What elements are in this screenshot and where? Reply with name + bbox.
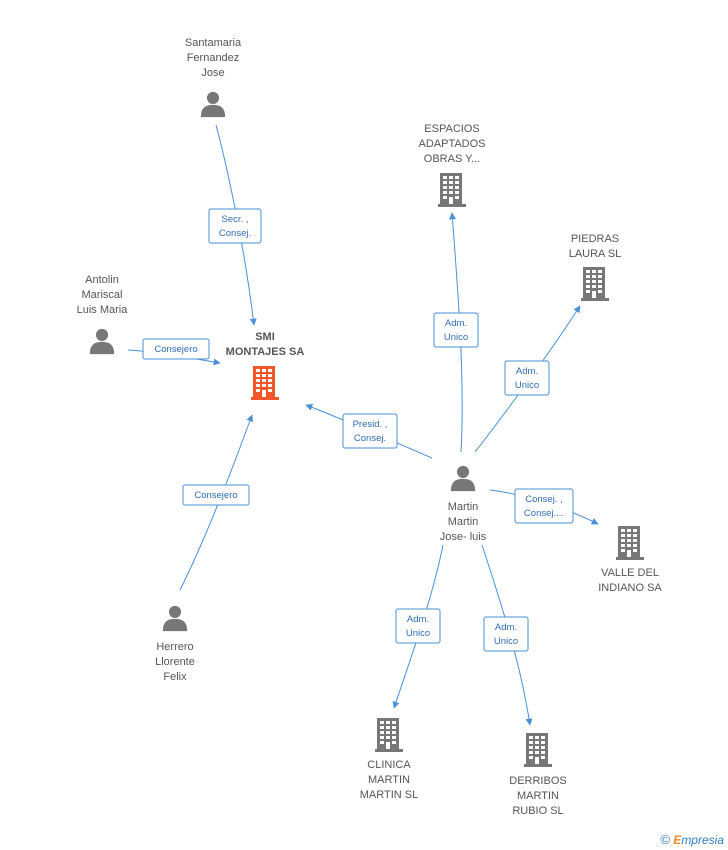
edge-martin-to-piedras: Adm. Unico bbox=[474, 305, 581, 453]
edge-martin-to-derribos: Adm. Unico bbox=[481, 544, 533, 726]
relation-label-text: Adm. bbox=[516, 366, 538, 377]
node-label-line: Fernandez bbox=[187, 52, 240, 64]
node-label-line: Jose bbox=[201, 67, 224, 79]
relation-label-text: Consej. , bbox=[525, 494, 563, 505]
relation-label-text: Adm. bbox=[407, 614, 429, 625]
node-label-line: CLINICA bbox=[367, 759, 411, 771]
person-icon[interactable] bbox=[450, 465, 476, 492]
relation-label-text: Unico bbox=[444, 332, 468, 343]
relation-label-text: Consej. bbox=[219, 228, 251, 239]
edge-martin-to-clinica: Adm. Unico bbox=[392, 544, 444, 709]
node-label-line: PIEDRAS bbox=[571, 233, 619, 245]
node-label-line: Santamaria bbox=[185, 37, 242, 49]
node-label-line: DERRIBOS bbox=[509, 775, 566, 787]
node-label-line: OBRAS Y... bbox=[424, 153, 480, 165]
node-espacios[interactable]: ESPACIOS ADAPTADOS OBRAS Y... bbox=[418, 123, 486, 207]
relation-label-text: Secr. , bbox=[222, 214, 249, 225]
node-label-line: LAURA SL bbox=[569, 248, 622, 260]
node-label-line: Antolin bbox=[85, 274, 119, 286]
relation-label-text: Consej.... bbox=[524, 508, 564, 519]
node-label-line: Luis Maria bbox=[77, 304, 129, 316]
relation-label-box[interactable] bbox=[182, 484, 250, 506]
node-label-line: MARTIN bbox=[517, 790, 559, 802]
edges-layer: Secr. ,Consej.ConsejeroConsejeroPresid. … bbox=[127, 124, 599, 726]
node-smi[interactable]: SMI MONTAJES SA bbox=[226, 331, 305, 400]
node-label-line: Felix bbox=[163, 671, 187, 683]
node-piedras[interactable]: PIEDRAS LAURA SL bbox=[569, 233, 622, 301]
building-icon[interactable] bbox=[524, 733, 552, 767]
person-icon[interactable] bbox=[162, 605, 188, 632]
relation-label-box[interactable] bbox=[395, 608, 441, 644]
relation-label-box[interactable] bbox=[504, 360, 550, 396]
node-label-line: Martin bbox=[448, 501, 479, 513]
node-label-line: VALLE DEL bbox=[601, 567, 659, 579]
brand-logo-letter: E bbox=[673, 833, 682, 847]
node-label-line: Martin bbox=[448, 516, 479, 528]
empresia-watermark: © Empresia bbox=[660, 832, 724, 847]
node-label-line: INDIANO SA bbox=[598, 582, 662, 594]
building-icon[interactable] bbox=[616, 526, 644, 560]
relation-label-text: Unico bbox=[494, 636, 518, 647]
relation-label-text: Consej. bbox=[354, 433, 386, 444]
node-derribos[interactable]: DERRIBOS MARTIN RUBIO SL bbox=[509, 733, 567, 817]
node-label-line: MONTAJES SA bbox=[226, 346, 305, 358]
edge-santamaria-to-smi: Secr. , Consej. bbox=[208, 124, 262, 326]
node-label-line: Jose- luis bbox=[440, 531, 487, 543]
relation-label-text: Presid. , bbox=[353, 419, 388, 430]
brand-logo-text: mpresia bbox=[681, 833, 724, 847]
node-label-line: MARTIN bbox=[368, 774, 410, 786]
relation-label-box[interactable] bbox=[208, 208, 262, 244]
node-label-line: ESPACIOS bbox=[424, 123, 479, 135]
node-label-line: Llorente bbox=[155, 656, 195, 668]
building-icon[interactable] bbox=[438, 173, 466, 207]
node-label-line: SMI bbox=[255, 331, 275, 343]
relation-label-box[interactable] bbox=[342, 413, 398, 449]
building-icon[interactable] bbox=[251, 366, 279, 400]
person-icon[interactable] bbox=[200, 91, 226, 118]
person-icon[interactable] bbox=[89, 328, 115, 355]
relation-label-box[interactable] bbox=[433, 312, 479, 348]
relation-label-text: Adm. bbox=[445, 318, 467, 329]
node-valle[interactable]: VALLE DEL INDIANO SA bbox=[598, 526, 662, 594]
edge-martin-to-smi: Presid. , Consej. bbox=[305, 403, 433, 459]
node-clinica[interactable]: CLINICA MARTIN MARTIN SL bbox=[360, 718, 418, 801]
relation-label-box[interactable] bbox=[483, 616, 529, 652]
relation-label-box[interactable] bbox=[142, 338, 210, 360]
node-label-line: Herrero bbox=[156, 641, 193, 653]
building-icon[interactable] bbox=[581, 267, 609, 301]
relation-label-box[interactable] bbox=[514, 488, 574, 524]
copyright-symbol: © bbox=[660, 832, 670, 847]
relation-label-text: Consejero bbox=[194, 490, 237, 501]
edge-martin-to-valle: Consej. , Consej.... bbox=[489, 488, 599, 525]
edge-martin-to-espacios: Adm. Unico bbox=[433, 212, 479, 453]
node-label-line: MARTIN SL bbox=[360, 789, 418, 801]
edge-herrero-to-smi: Consejero bbox=[179, 414, 254, 591]
relation-label-text: Consejero bbox=[154, 344, 197, 355]
node-label-line: RUBIO SL bbox=[512, 805, 563, 817]
relation-label-text: Unico bbox=[515, 380, 539, 391]
edge-antolin-to-smi: Consejero bbox=[127, 338, 221, 366]
relation-label-text: Unico bbox=[406, 628, 430, 639]
building-icon[interactable] bbox=[375, 718, 403, 752]
nodes-layer: SMI MONTAJES SA SantamariaFernandezJoseAnt… bbox=[77, 37, 663, 817]
node-label-line: Mariscal bbox=[82, 289, 123, 301]
node-label-line: ADAPTADOS bbox=[418, 138, 485, 150]
relation-label-text: Adm. bbox=[495, 622, 517, 633]
